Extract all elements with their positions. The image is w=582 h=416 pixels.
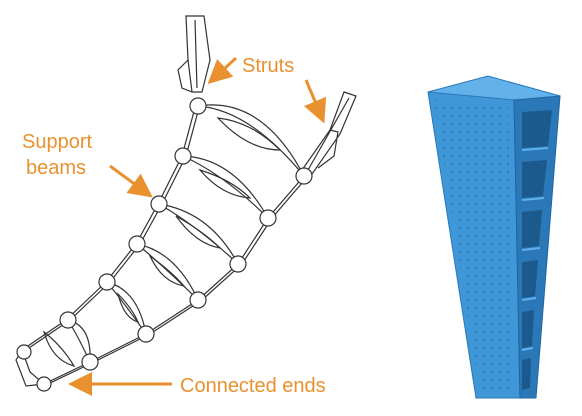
label-struts: Struts: [242, 55, 294, 77]
arrow-struts-right: [303, 79, 327, 124]
structure-drawing: [15, 15, 357, 392]
label-support-line1: Support: [22, 131, 92, 153]
printed-part: [427, 75, 561, 399]
part-dot-texture: [434, 100, 514, 392]
part-window-highlights: [521, 147, 549, 351]
joint-nodes: [16, 97, 313, 392]
annotations: [68, 56, 327, 396]
label-connected-ends: Connected ends: [180, 375, 326, 397]
arrow-struts-left: [207, 56, 238, 85]
strut-top-left: [177, 15, 211, 93]
strut-top-right: [301, 91, 357, 175]
part-windows: [522, 110, 552, 390]
arrow-support-beams: [109, 164, 153, 198]
end-cap: [15, 348, 46, 387]
label-support-line2: beams: [26, 157, 86, 179]
